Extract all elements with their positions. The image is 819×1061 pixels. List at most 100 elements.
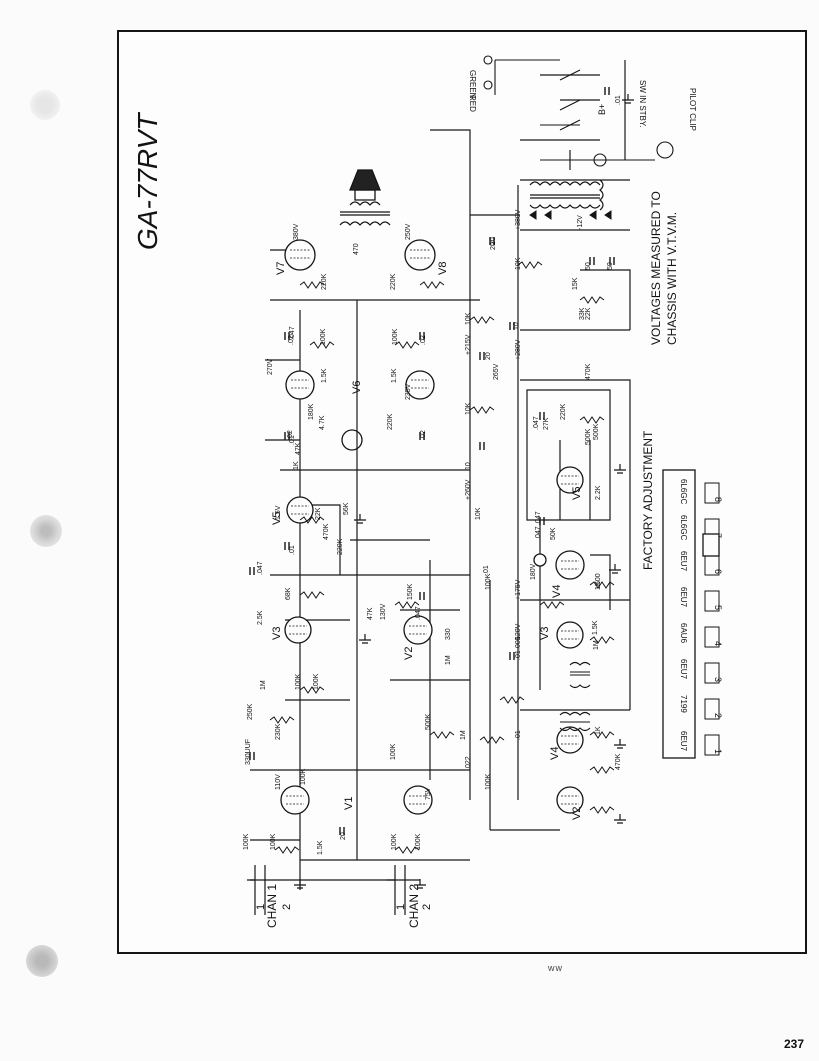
tube-v6b-envelope [405, 370, 435, 400]
tube-v4b-envelope [556, 726, 584, 754]
tube-layout-chart: 16EU72719936EU746AU656EU766EU776L6GC86L6… [662, 469, 723, 759]
resistor-value-label: 47K [295, 442, 302, 455]
input-channel2-label: CHAN 2 [407, 884, 421, 928]
output-transformer [339, 201, 391, 226]
resistor-value-label: 100K [243, 833, 250, 850]
resistor-value-label: 1M [460, 730, 467, 740]
input-channel1-jack2: 2 [281, 904, 293, 910]
voltage-b-plus-265: 265V [493, 363, 500, 380]
standby-switch-label: SW IN STBY. [638, 80, 647, 127]
tube-type-label: 6L6GC [679, 515, 688, 541]
capacitor-value-label: .047 [289, 326, 296, 340]
voltage-v6-plate: 270V [267, 358, 274, 375]
tube-label-v3-reverb: V3 [539, 627, 551, 640]
tube-v2-envelope [403, 615, 433, 645]
tube-v1a-envelope [280, 785, 310, 815]
capacitor-value-label: .02 [288, 335, 295, 345]
voltage-v1-plate: 110V [275, 774, 282, 790]
power-switch [494, 59, 674, 167]
tube-type-label: 6EU7 [679, 731, 688, 752]
tube-v5b-envelope [556, 466, 584, 494]
resistor-value-label: 330 [445, 628, 452, 640]
tube-socket-number: 8 [713, 497, 723, 502]
tube-label-v5-vibrato: V5 [571, 487, 583, 500]
resistor-value-label: 220K [337, 538, 344, 555]
factory-adjustment-label: FACTORY ADJUSTMENT [641, 430, 655, 570]
voltage-v2-plate: 130V [380, 603, 387, 620]
resistor-value-label: 1K [595, 726, 602, 735]
resistor-value-label: 230K [275, 723, 282, 740]
resistor-value-label: 1.5K [317, 840, 324, 855]
resistor-value-label: 1M [445, 655, 452, 665]
resistor-value-label: 470K [585, 363, 592, 380]
tube-type-label: 6L6GC [679, 479, 688, 505]
resistor-value-label: 22K [585, 307, 592, 320]
punch-hole-top [30, 90, 60, 120]
resistor-value-label: 4.7K [319, 415, 326, 430]
capacitor-value-label: 10 [465, 462, 472, 470]
resistor-value-label: 10K [465, 312, 472, 325]
resistor-value-label: 10K [465, 402, 472, 415]
pilot-clip-label: PILOT CLIP [688, 88, 697, 131]
capacitor-value-label: .02 [420, 335, 427, 345]
tube-socket-number: 4 [713, 641, 723, 646]
punch-hole-middle [30, 515, 62, 547]
capacitor-value-label: 330UUF [245, 739, 252, 765]
tube-label-v3: V3 [271, 627, 283, 640]
capacitor-value-label: 20 [485, 352, 492, 360]
page-number: 237 [784, 1037, 805, 1051]
voltage-b-plus-215: +215V [465, 334, 472, 355]
capacitor-value-label: 50 [607, 262, 614, 270]
voltage-b-plus-280: +280V [515, 339, 522, 360]
capacitor-value-label: 20 [340, 832, 347, 840]
resistor-value-label: 100K [300, 768, 307, 785]
voltage-note-line1: VOLTAGES MEASURED TO [649, 191, 663, 345]
resistor-value-label: 2.5K [257, 610, 264, 625]
capacitor-value-label: .01 [515, 730, 522, 740]
capacitor-value-label: .01 [289, 545, 296, 555]
capacitor-value-label: .047 [257, 561, 264, 575]
resistor-value-label: 220K [321, 273, 328, 290]
tube-v6a-envelope [285, 370, 315, 400]
capacitor-value-label: .005 [515, 636, 522, 650]
resistor-value-label: 15K [572, 277, 579, 290]
resistor-value-label: 100K [391, 833, 398, 850]
resistor-value-label: 100K [320, 328, 327, 345]
rectifier-diodes [529, 210, 612, 220]
resistor-value-label: 220K [390, 273, 397, 290]
speaker-icon [349, 169, 381, 201]
resistor-value-label: 470 [353, 243, 360, 255]
voltage-b-plus-175: +175V [515, 579, 522, 600]
resistor-value-label: 500K [425, 713, 432, 730]
input-channel1-jack1: 1 [255, 904, 267, 910]
resistor-value-label: 1.5K [391, 368, 398, 383]
pilot-red-label: RED [468, 95, 477, 112]
voltage-v8-plate: 250V [405, 223, 412, 240]
punch-hole-bottom [26, 945, 58, 977]
tube-socket-number: 6 [713, 569, 723, 574]
b-plus-label: B+ [597, 104, 607, 115]
voltage-note-line2: CHASSIS WITH V.T.V.M. [665, 212, 679, 345]
resistor-value-label: 470K [323, 523, 330, 540]
voltage-b-plus-260: +260V [465, 479, 472, 500]
voltage-v6b-plate: 235V [405, 383, 412, 400]
voltage-v4-plate: 180V [530, 563, 537, 580]
voltage-v5-plate: 1.5V [275, 505, 282, 520]
tube-socket-5 [704, 590, 720, 612]
resistor-value-label: 100K [295, 673, 302, 690]
voltage-b-plus-380: +380V [515, 209, 522, 230]
resistor-value-label: 50K [550, 527, 557, 540]
tube-type-label: 7199 [679, 695, 688, 713]
pilot-lights [483, 55, 493, 90]
capacitor-value-label: .047 [415, 606, 422, 620]
capacitor-value-label: .01 [483, 565, 490, 575]
resistor-value-label: 27K [543, 417, 550, 430]
power-transformer [529, 179, 604, 211]
resistor-value-label: 150K [407, 583, 414, 600]
input-channel1-label: CHAN 1 [265, 884, 279, 928]
input-jacks [247, 865, 406, 915]
model-title: GA-77RVT [132, 112, 163, 250]
reverb-transformer [559, 711, 591, 732]
capacitor-value-label: .02 [287, 430, 294, 440]
